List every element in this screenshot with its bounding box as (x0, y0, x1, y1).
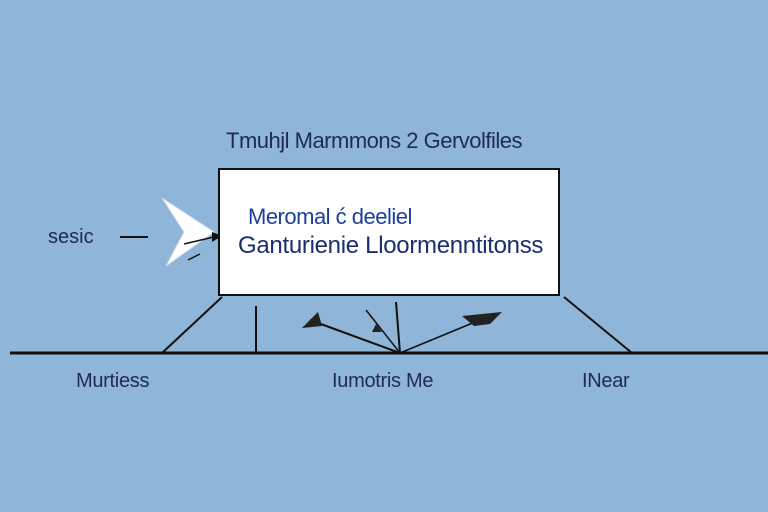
central-box: Meromal ć deeliel Ganturienie Lloormennt… (218, 168, 560, 296)
bottom-label-left: Murtiess (76, 370, 150, 392)
diagram-title: Tmuhjl Marmmons 2 Gervolfiles (226, 128, 523, 153)
center-line-a (395, 301, 401, 354)
arrowhead-left (302, 312, 322, 328)
right-diagonal-leg (563, 296, 633, 354)
center-line-c (365, 309, 401, 354)
left-diagonal-leg (161, 296, 223, 354)
side-pointer-shape (161, 197, 215, 267)
side-label: sesic (48, 226, 94, 248)
arrowhead-right (462, 312, 502, 326)
bottom-label-middle: Iumotris Me (332, 370, 434, 392)
center-line-b (309, 319, 401, 354)
pointer-arrow-icon (212, 232, 222, 242)
arrowhead-mid (372, 324, 382, 332)
bottom-label-right: INear (582, 370, 630, 392)
box-line-1: Meromal ć deeliel (248, 204, 412, 229)
pointer-lower-tick (187, 253, 201, 261)
box-line-2: Ganturienie Lloormenntitonss (238, 232, 544, 259)
